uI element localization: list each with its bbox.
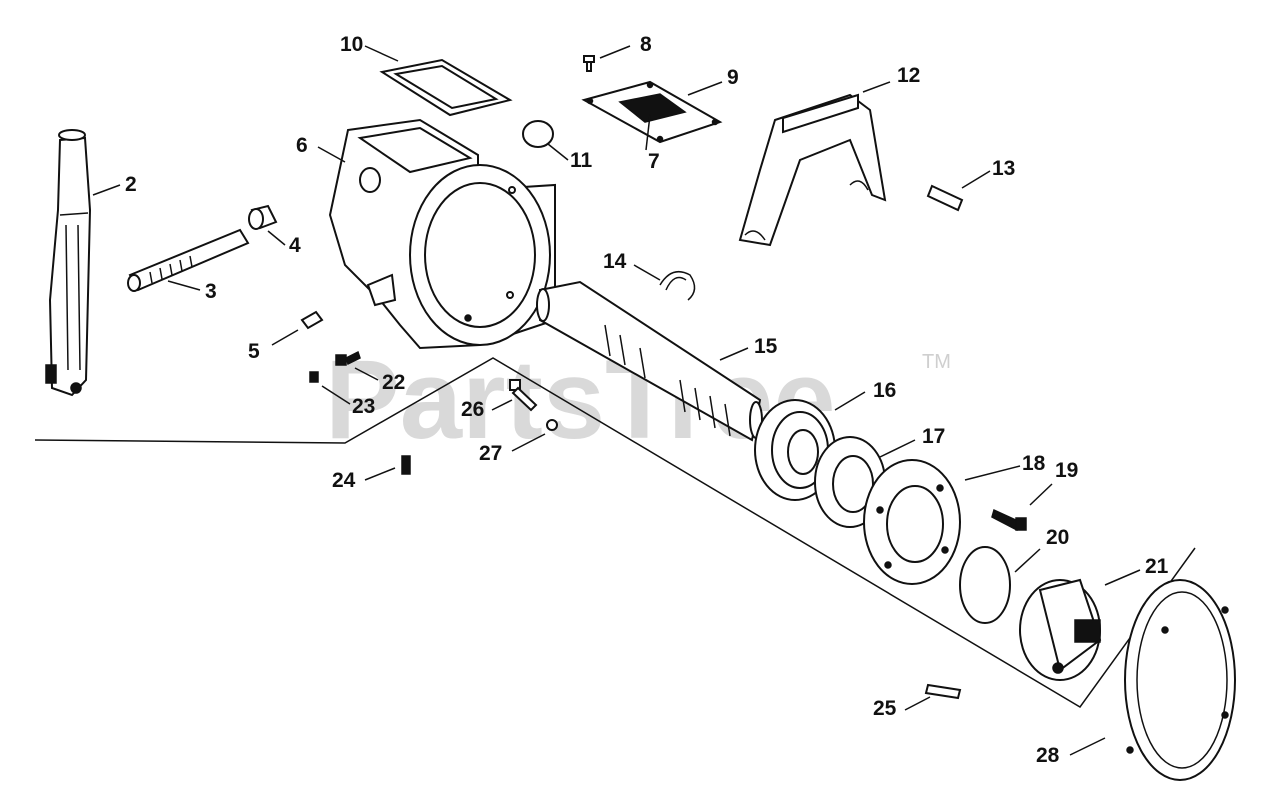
assembly-bracket-line: [34, 357, 1196, 708]
watermark-trademark: TM: [922, 351, 951, 373]
part-22-bolt[interactable]: [335, 350, 361, 366]
part-26-screw[interactable]: [509, 379, 538, 412]
part-8-screw[interactable]: [583, 55, 595, 72]
part-12-yoke[interactable]: [738, 93, 887, 247]
part-21-clutch-assembly[interactable]: [1019, 578, 1102, 681]
part-11-plug[interactable]: [522, 120, 554, 148]
callout-5[interactable]: 5: [248, 340, 260, 363]
callout-12[interactable]: 12: [897, 64, 920, 87]
callout-27[interactable]: 27: [479, 442, 502, 465]
callout-25[interactable]: 25: [873, 697, 897, 720]
callout-19[interactable]: 19: [1055, 459, 1078, 482]
part-27-nut[interactable]: [546, 419, 558, 431]
callout-7[interactable]: 7: [648, 150, 660, 173]
callout-14[interactable]: 14: [603, 250, 627, 273]
part-14-snap-ring[interactable]: [659, 270, 696, 301]
part-13-pin[interactable]: [926, 184, 964, 212]
callout-16[interactable]: 16: [873, 379, 896, 402]
callout-labels: 2 3 4 5 6 7 8 9 10 11 12 13 14 15 16 17 …: [125, 33, 1169, 767]
part-5-set-screw[interactable]: [300, 310, 324, 330]
part-18-retainer-plate[interactable]: [863, 459, 961, 585]
callout-9[interactable]: 9: [727, 66, 739, 89]
callout-2[interactable]: 2: [125, 173, 137, 196]
callout-24[interactable]: 24: [332, 469, 356, 492]
part-10-gasket[interactable]: [379, 58, 513, 117]
callout-10[interactable]: 10: [340, 33, 363, 56]
callout-3[interactable]: 3: [205, 280, 217, 303]
part-23-set-screw[interactable]: [309, 371, 319, 383]
callout-11[interactable]: 11: [570, 149, 593, 172]
callout-13[interactable]: 13: [992, 157, 1015, 180]
callout-22[interactable]: 22: [382, 371, 405, 394]
part-20-ring[interactable]: [959, 546, 1011, 624]
leader-lines: [92, 45, 1141, 756]
callout-17[interactable]: 17: [922, 425, 945, 448]
callout-15[interactable]: 15: [754, 335, 778, 358]
part-6-housing[interactable]: [328, 118, 556, 350]
callout-21[interactable]: 21: [1145, 555, 1169, 578]
part-28-gasket[interactable]: [1124, 579, 1236, 781]
callout-28[interactable]: 28: [1036, 744, 1060, 767]
part-25-pin[interactable]: [924, 683, 962, 700]
callout-6[interactable]: 6: [296, 134, 308, 157]
callout-4[interactable]: 4: [289, 234, 301, 257]
part-3-splined-shaft[interactable]: [127, 228, 250, 292]
callout-18[interactable]: 18: [1022, 452, 1046, 475]
callout-26[interactable]: 26: [461, 398, 484, 421]
callout-23[interactable]: 23: [352, 395, 375, 418]
callout-8[interactable]: 8: [640, 33, 652, 56]
part-9-decal-plate[interactable]: [581, 80, 723, 144]
callout-20[interactable]: 20: [1046, 526, 1069, 549]
part-19-bolt[interactable]: [991, 508, 1027, 532]
part-4-bushing[interactable]: [248, 204, 278, 230]
part-2-handle-lever[interactable]: [45, 129, 92, 397]
part-24-set-screw[interactable]: [401, 455, 411, 475]
